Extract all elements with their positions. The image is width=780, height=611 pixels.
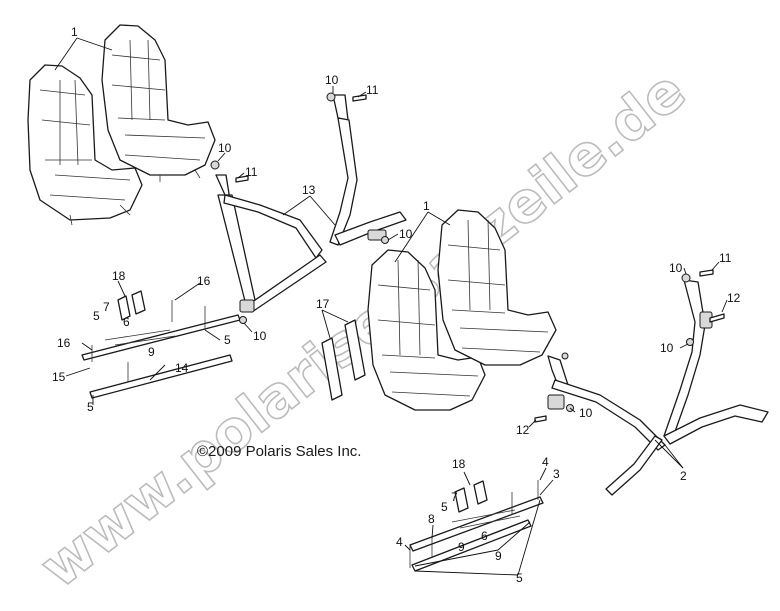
seat-rails-left [81,290,241,399]
callout-8: 8 [428,512,435,526]
callout-18-right: 18 [452,457,466,471]
callout-13: 13 [302,183,316,197]
callout-7-right: 7 [451,490,458,504]
seat-rails-right [409,480,544,572]
callout-16-b: 16 [57,336,71,350]
callout-4-a: 4 [542,455,549,469]
seat-center-right [437,209,557,366]
callout-12-b: 12 [516,423,530,437]
callout-3: 3 [553,467,560,481]
copyright-text: ©2009 Polaris Sales Inc. [197,443,361,460]
callout-18-left: 18 [112,269,126,283]
callout-6-left: 6 [123,315,130,329]
callout-5-d: 5 [441,500,448,514]
callout-labels: 1 1 10 11 10 11 13 10 18 16 7 5 6 10 5 1… [52,25,741,585]
callout-9-c: 9 [495,549,502,563]
callout-10-e: 10 [669,261,683,275]
callout-2: 2 [680,469,687,483]
callout-5-a: 5 [93,309,100,323]
seat-center-left [367,249,486,411]
callout-5-e: 5 [516,571,523,585]
callout-7-left: 7 [103,300,110,314]
callout-10-a: 10 [325,73,339,87]
callout-15: 15 [52,370,66,384]
callout-11-a: 11 [366,83,379,97]
callout-10-d: 10 [253,329,267,343]
seat-belt-right [547,279,769,496]
callout-10-f: 10 [660,341,674,355]
callout-9-left: 9 [148,345,155,359]
bar-17 [321,319,366,401]
callout-6-right: 6 [481,529,488,543]
callout-9-b: 9 [458,540,465,554]
callout-5-c: 5 [87,400,94,414]
callout-10-c: 10 [399,227,413,241]
leader-lines [54,37,728,576]
callout-14: 14 [175,361,189,375]
callout-1-center: 1 [423,199,430,213]
seat-left-rear [27,64,143,226]
callout-1-top: 1 [71,25,78,39]
callout-17: 17 [316,297,330,311]
seat-belt-right-upper [329,94,407,246]
callout-10-g: 10 [579,406,593,420]
callout-11-c: 11 [719,251,732,265]
callout-5-b: 5 [224,333,231,347]
callout-16-a: 16 [197,274,211,288]
callout-10-b: 10 [218,141,232,155]
callout-4-b: 4 [396,535,403,549]
callout-11-b: 11 [245,165,258,179]
seat-belt-left [215,174,327,313]
seat-left-front [101,24,216,182]
callout-12-a: 12 [727,291,741,305]
